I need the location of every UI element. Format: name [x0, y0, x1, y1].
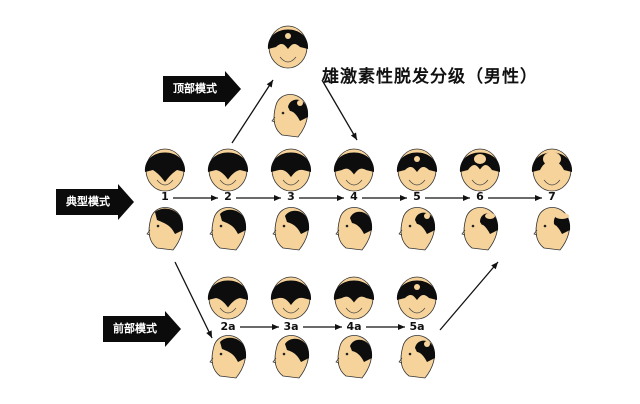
typical-top-view-head-7	[531, 148, 573, 192]
typical-mode-label: 典型模式	[56, 189, 118, 215]
typical-top-view-head-5	[396, 148, 438, 192]
stage-label-1: 1	[161, 190, 169, 203]
arrow-to-frontal	[174, 261, 213, 339]
frontal-side-view-head-2a	[209, 335, 247, 379]
frontal-arrow-3a	[303, 324, 342, 330]
arrow-to-vertex	[231, 79, 274, 144]
frontal-top-view-head-4a	[333, 276, 375, 320]
frontal-stage-label-2a: 2a	[220, 320, 236, 333]
stage-arrow-4	[362, 195, 407, 201]
frontal-side-view-head-3a	[272, 335, 310, 379]
typical-top-view-head-6	[459, 148, 501, 192]
frontal-arrow-4a	[366, 324, 405, 330]
arrow-from-frontal	[439, 261, 499, 331]
vertex-side-view-head	[271, 94, 309, 138]
frontal-mode-arrow: 前部模式	[103, 311, 181, 347]
frontal-stage-label-3a: 3a	[283, 320, 299, 333]
vertex-mode-label: 顶部模式	[163, 76, 225, 102]
typical-side-view-head-5	[398, 207, 436, 251]
stage-label-6: 6	[476, 190, 484, 203]
frontal-side-view-head-5a	[398, 335, 436, 379]
frontal-stage-label-5a: 5a	[409, 320, 425, 333]
typical-side-view-head-4	[335, 207, 373, 251]
typical-top-view-head-3	[270, 148, 312, 192]
frontal-top-view-head-2a	[207, 276, 249, 320]
typical-side-view-head-3	[272, 207, 310, 251]
typical-side-view-head-1	[146, 207, 184, 251]
frontal-top-view-head-5a	[396, 276, 438, 320]
stage-label-2: 2	[224, 190, 232, 203]
arrow-from-vertex	[321, 79, 358, 141]
vertex-top-view-head	[267, 25, 309, 69]
stage-arrow-2	[236, 195, 281, 201]
stage-arrow-3	[299, 195, 344, 201]
typical-top-view-head-2	[207, 148, 249, 192]
stage-label-4: 4	[350, 190, 358, 203]
frontal-mode-label: 前部模式	[103, 316, 165, 342]
frontal-top-view-head-3a	[270, 276, 312, 320]
stage-arrow-5	[425, 195, 470, 201]
stage-label-7: 7	[548, 190, 556, 203]
frontal-side-view-head-4a	[335, 335, 373, 379]
frontal-stage-label-4a: 4a	[346, 320, 362, 333]
stage-arrow-1	[173, 195, 218, 201]
vertex-mode-arrow: 顶部模式	[163, 71, 241, 107]
typical-top-view-head-4	[333, 148, 375, 192]
stage-label-5: 5	[413, 190, 421, 203]
diagram-title: 雄激素性脱发分级（男性）	[322, 67, 538, 87]
frontal-arrow-2a	[240, 324, 279, 330]
typical-side-view-head-2	[209, 207, 247, 251]
typical-side-view-head-6	[461, 207, 499, 251]
stage-label-3: 3	[287, 190, 295, 203]
typical-mode-arrow: 典型模式	[56, 184, 134, 220]
typical-top-view-head-1	[144, 148, 186, 192]
stage-arrow-6	[488, 195, 542, 201]
typical-side-view-head-7	[533, 207, 571, 251]
